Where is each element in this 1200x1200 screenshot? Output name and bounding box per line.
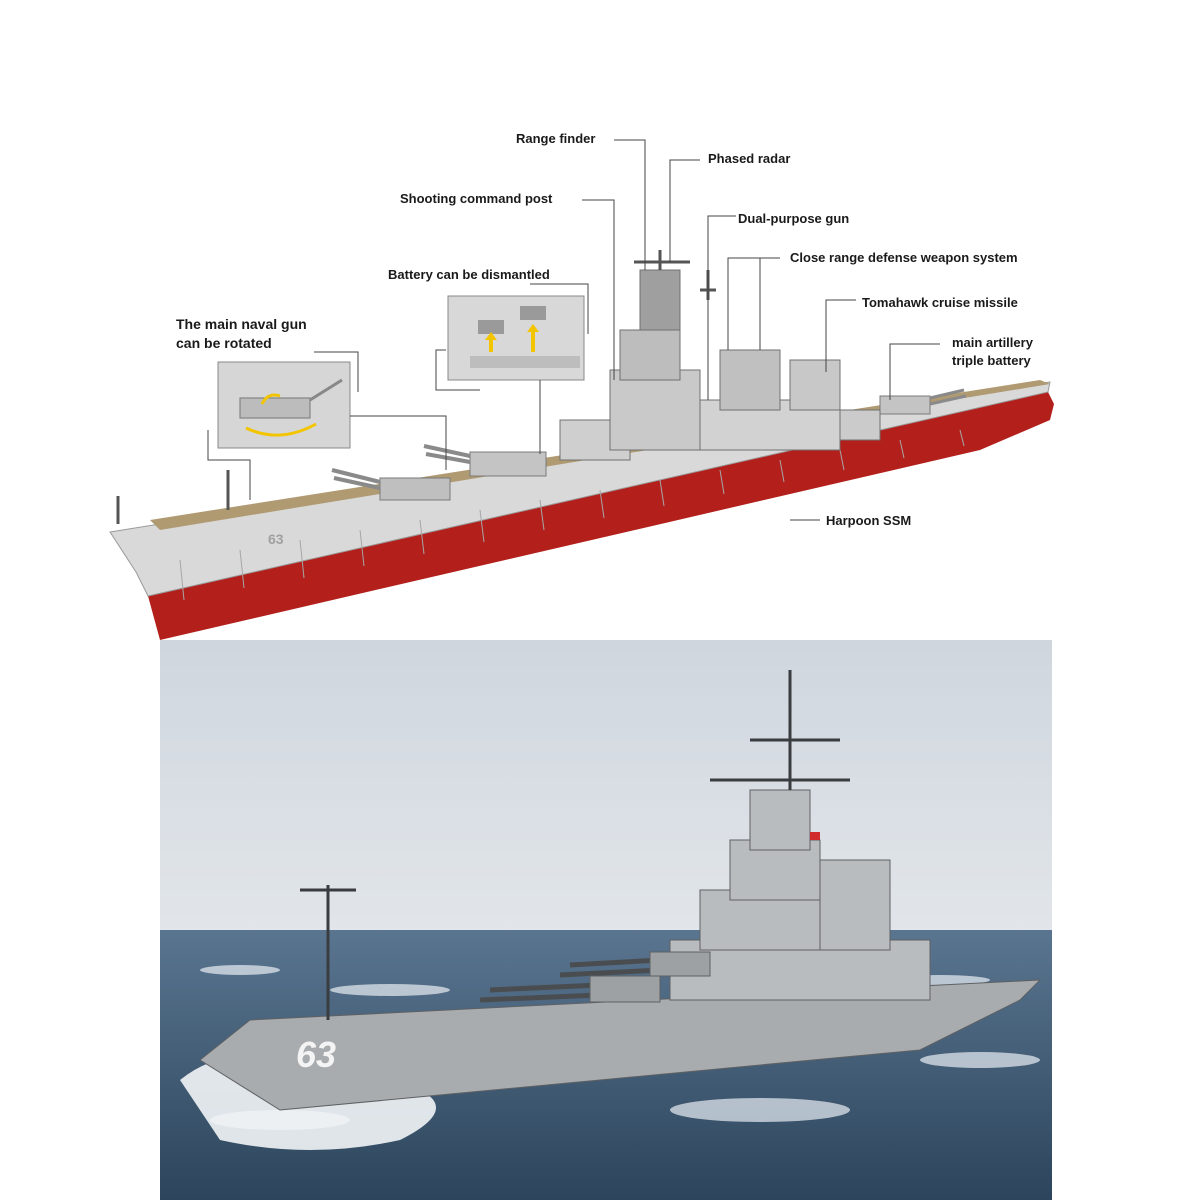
photo-ship-hull: [199, 979, 1042, 1111]
label-main-artillery-line1: main artillery: [952, 335, 1033, 350]
photo-ship-mast: [300, 670, 850, 1020]
photo-ship-superstructure: [669, 789, 931, 1001]
label-phased-radar: Phased radar: [708, 151, 791, 166]
photo-ship-turrets: [589, 951, 711, 1003]
inset-battery-dismantled: [447, 295, 585, 381]
model-turret-forward-1: [331, 468, 451, 501]
battleship-photo-image: [160, 640, 1052, 1200]
photo-hull-number: 63: [296, 1034, 337, 1075]
label-range-finder: Range finder: [516, 131, 596, 146]
label-close-range-defense: Close range defense weapon system: [790, 250, 1018, 265]
photo-sky: [160, 640, 1052, 940]
model-hull-number: 63: [268, 531, 284, 547]
inset-main-gun-rotation: [217, 361, 351, 449]
label-main-artillery-line2: triple battery: [952, 353, 1031, 368]
label-tomahawk: Tomahawk cruise missile: [862, 295, 1018, 310]
ship-model-diagram: Range finder Phased radar Shooting comma…: [109, 131, 1054, 640]
label-shooting-command-post: Shooting command post: [400, 191, 553, 206]
model-turret-aft: [879, 388, 967, 415]
photo-flag: [810, 832, 820, 840]
photo-ship-guns: [479, 957, 661, 1003]
model-hull-red: [148, 392, 1054, 640]
model-superstructure: [559, 269, 881, 461]
model-hull-brick-lines: [179, 429, 965, 601]
callout-leader-lines: [207, 139, 940, 521]
label-main-gun-line2: can be rotated: [176, 335, 272, 351]
label-harpoon: Harpoon SSM: [826, 513, 912, 528]
ship-model-illustration: [109, 139, 1054, 640]
label-battery-dismantled: Battery can be dismantled: [388, 267, 550, 282]
battleship-photo: 63: [160, 640, 1052, 1200]
label-dual-purpose-gun: Dual-purpose gun: [738, 211, 850, 226]
model-turret-forward-2: [423, 444, 547, 477]
label-main-gun-line1: The main naval gun: [176, 316, 307, 332]
